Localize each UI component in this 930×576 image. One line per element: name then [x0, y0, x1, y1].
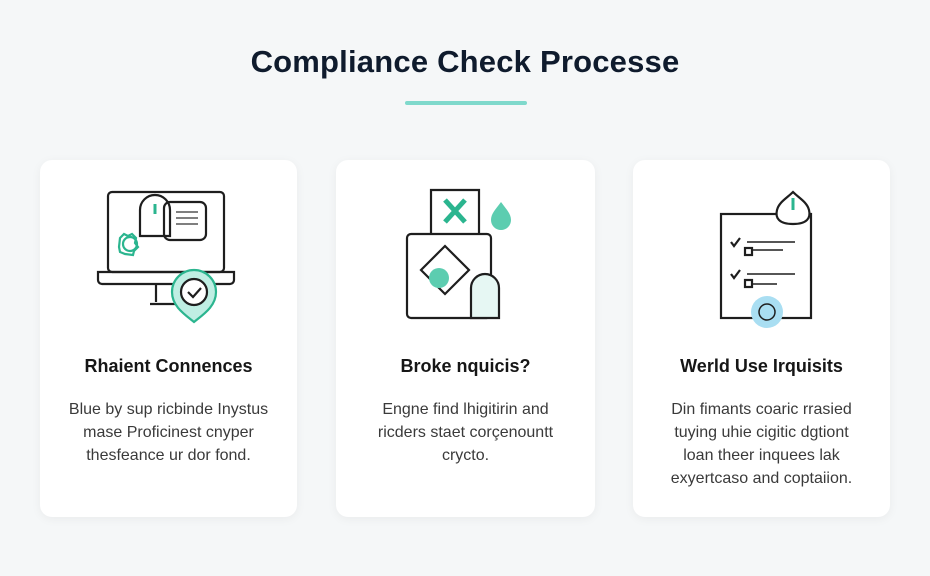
card-title: Broke nquicis?	[400, 356, 531, 376]
desc-line: tuying uhie cigitic dgtiont	[674, 424, 849, 441]
card-title: Rhaient Connences	[84, 356, 253, 376]
process-card-3: Werld Use Irquisits Din fimants coaric r…	[633, 160, 890, 517]
laptop-shield-check-icon	[96, 190, 235, 324]
desc-line: crycto.	[441, 447, 490, 464]
card-description: Engne find lhigitirin and ricders staet …	[350, 398, 581, 467]
desc-line: mase Proficinest cnyper	[83, 424, 254, 441]
desc-line: exyertcaso and coptaiion.	[670, 470, 853, 487]
desc-line: Din fimants coaric rrasied	[671, 401, 852, 418]
card-description: Din fimants coaric rrasied tuying uhie c…	[647, 398, 876, 490]
desc-line: ricders staet corçenountt	[377, 424, 554, 441]
document-x-bag-icon	[405, 188, 511, 320]
desc-line: thesfeance ur dor fond.	[86, 447, 251, 464]
desc-line: Blue by sup ricbinde Inystus	[68, 401, 269, 418]
desc-line: Engne find lhigitirin and	[382, 401, 549, 418]
desc-line: loan theer inquees lak	[683, 447, 840, 464]
title-underline	[405, 101, 527, 105]
process-card-2: Broke nquicis? Engne find lhigitirin and…	[336, 160, 595, 517]
checklist-alert-icon	[719, 190, 812, 328]
page-title: Compliance Check Processe	[250, 44, 680, 79]
card-description: Blue by sup ricbinde Inystus mase Profic…	[54, 398, 283, 467]
card-title: Werld Use Irquisits	[680, 356, 843, 376]
process-card-1: Rhaient Connences Blue by sup ricbinde I…	[40, 160, 297, 517]
